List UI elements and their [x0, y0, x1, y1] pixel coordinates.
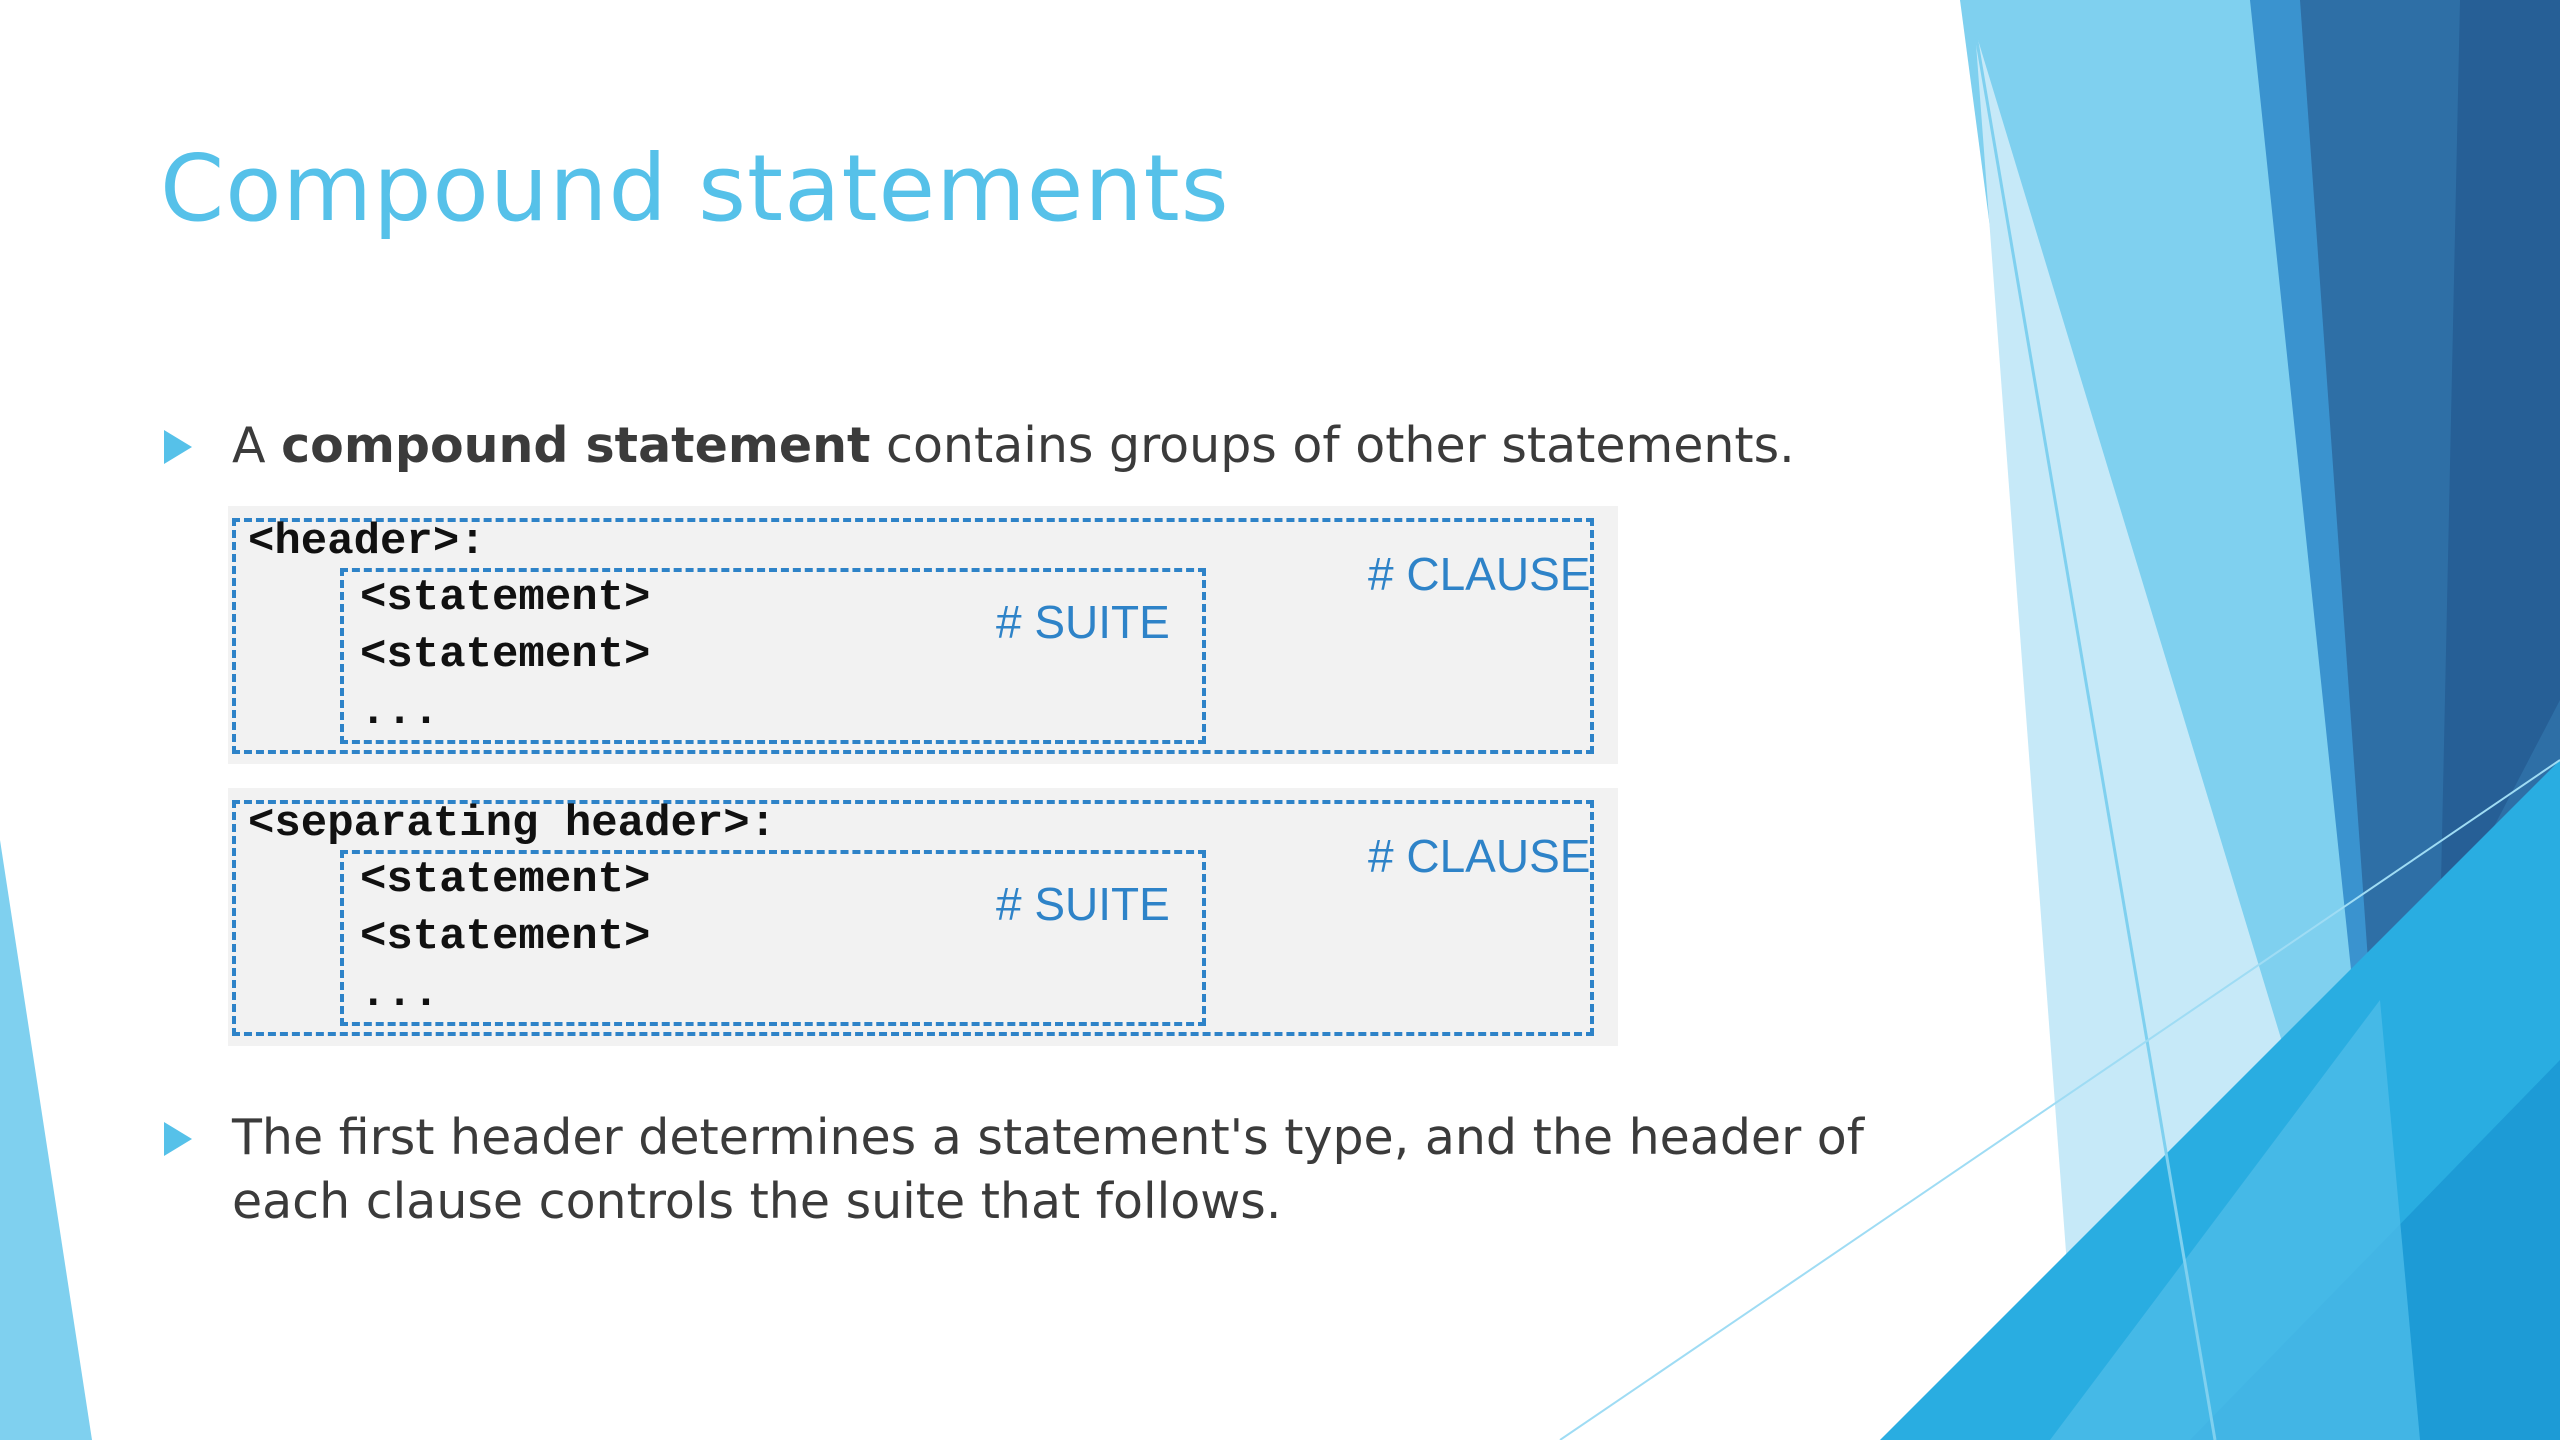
code-statement-line: <statement>	[360, 573, 651, 623]
facet-navy	[2440, 0, 2560, 930]
bullet-compound-statement: A compound statement contains groups of …	[160, 414, 1860, 484]
slide-title: Compound statements	[160, 135, 1230, 242]
bullet-arrow-icon	[164, 1122, 192, 1156]
code-statement-line: <statement>	[360, 855, 651, 905]
code-statement-line: <statement>	[360, 630, 651, 680]
code-block-separating-header: <separating header>: <statement> <statem…	[228, 788, 1618, 1046]
code-statement-line: <statement>	[360, 912, 651, 962]
bullet-text-pre: A	[232, 417, 282, 474]
clause-box	[232, 518, 1594, 754]
code-ellipsis-line: ...	[360, 687, 440, 737]
clause-comment: # CLAUSE	[1368, 548, 1591, 600]
suite-comment: # SUITE	[996, 878, 1170, 930]
code-block-header: <header>: <statement> <statement> ... # …	[228, 506, 1618, 764]
bullet-text-line-1: The first header determines a statement'…	[232, 1109, 1865, 1166]
bullet-arrow-icon	[164, 430, 192, 464]
suite-comment: # SUITE	[996, 596, 1170, 648]
code-ellipsis-line: ...	[360, 969, 440, 1019]
clause-box	[232, 800, 1594, 1036]
bullet-text-post: contains groups of other statements.	[870, 417, 1795, 474]
code-header-line: <separating header>:	[248, 799, 777, 849]
facet-left	[0, 840, 92, 1440]
suite-box	[340, 568, 1206, 744]
bullet-text-bold: compound statement	[281, 417, 871, 474]
bullet-first-header: The first header determines a statement'…	[160, 1106, 1920, 1246]
clause-comment: # CLAUSE	[1368, 830, 1591, 882]
thin-line-1	[1973, 29, 2217, 1440]
bullet-text: A compound statement contains groups of …	[232, 414, 1795, 478]
bullet-text-line-2: each clause controls the suite that foll…	[232, 1173, 1282, 1230]
code-header-line: <header>:	[248, 517, 486, 567]
suite-box	[340, 850, 1206, 1026]
thin-line-2	[1559, 759, 2560, 1440]
facet-soft	[2050, 1000, 2420, 1440]
bullet-text: The first header determines a statement'…	[232, 1106, 1864, 1234]
